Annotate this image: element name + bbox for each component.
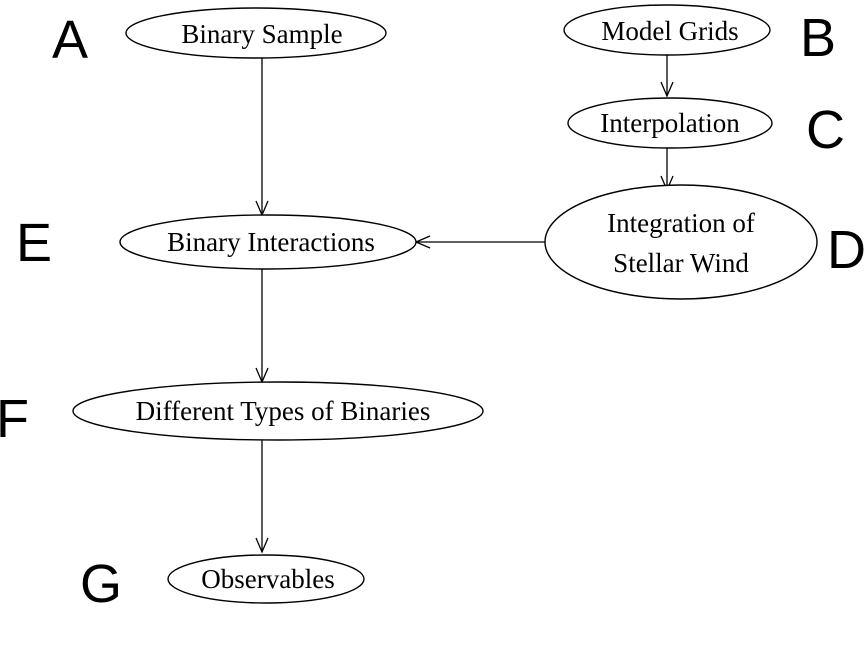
step-letter-f: F [0, 389, 29, 449]
edge-model-grids-to-interpolation [660, 55, 674, 98]
edge-binary-types-to-observables [255, 440, 269, 554]
node-binary-sample: Binary Sample [125, 7, 387, 59]
node-binary-interactions: Binary Interactions [119, 214, 417, 270]
step-letter-b: B [800, 8, 836, 68]
step-letter-a: A [52, 10, 88, 70]
node-stellar-wind-label-line-1: Integration of [607, 208, 755, 238]
node-interpolation: Interpolation [567, 97, 773, 149]
node-model-grids: Model Grids [563, 4, 771, 56]
edge-binary-sample-to-binary-interactions [255, 58, 269, 217]
edge-binary-interactions-to-binary-types [255, 269, 269, 384]
edge-stellar-wind-to-binary-interactions [414, 235, 545, 249]
step-letter-g: G [80, 554, 122, 614]
node-observables: Observables [167, 554, 365, 604]
node-binary-types-label: Different Types of Binaries [136, 396, 431, 426]
step-letter-c: C [806, 100, 845, 160]
node-binary-sample-label: Binary Sample [181, 19, 342, 49]
edge-interpolation-to-stellar-wind [660, 148, 674, 192]
edges [255, 55, 674, 554]
step-letter-e: E [16, 213, 52, 273]
node-binary-interactions-label: Binary Interactions [167, 227, 375, 257]
node-stellar-wind-label-line-2: Stellar Wind [613, 248, 749, 278]
node-observables-label: Observables [201, 564, 334, 594]
node-binary-types: Different Types of Binaries [72, 381, 484, 441]
node-interpolation-label: Interpolation [600, 108, 740, 138]
node-stellar-wind: Integration of Stellar Wind [544, 184, 818, 300]
node-model-grids-label: Model Grids [601, 16, 738, 46]
step-letter-d: D [827, 220, 865, 280]
